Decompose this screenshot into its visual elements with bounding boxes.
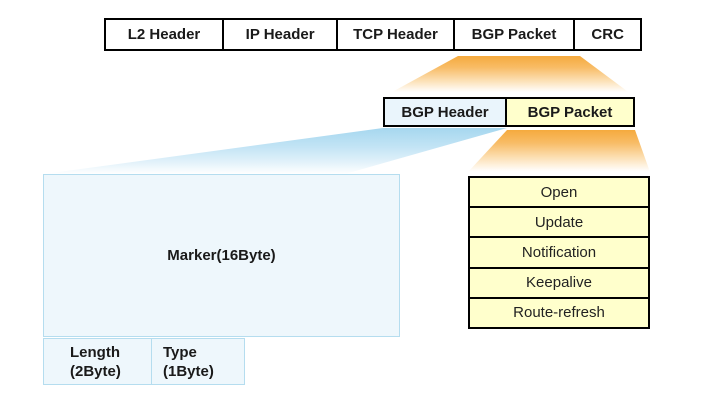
message-type-open: Open (470, 178, 648, 207)
length-field-label: Length (70, 344, 120, 361)
bgp-message-row: BGP Header BGP Packet (383, 97, 635, 127)
orange-funnel-frame-to-message (383, 56, 635, 97)
message-cell-bgp-packet: BGP Packet (507, 99, 633, 125)
frame-cell-ip-header: IP Header (224, 20, 339, 49)
message-type-route-refresh: Route-refresh (470, 296, 648, 328)
frame-cell-l2-header: L2 Header (106, 20, 224, 49)
frame-cell-crc: CRC (591, 26, 624, 43)
type-field-label: Type (163, 344, 197, 361)
marker-field-box: Marker(16Byte) (43, 174, 400, 337)
type-field-size: (1Byte) (163, 363, 214, 380)
orange-funnel-packet-to-types (468, 130, 650, 172)
message-type-keepalive: Keepalive (470, 266, 648, 297)
length-field-size: (2Byte) (70, 363, 121, 380)
type-field-box: Type (1Byte) (151, 338, 245, 385)
frame-cell-bgp-packet: BGP Packet (455, 20, 576, 49)
blue-funnel-header-to-fields (44, 128, 507, 174)
message-cell-bgp-header: BGP Header (385, 99, 507, 125)
frame-layout-row: L2 Header IP Header TCP Header BGP Packe… (104, 18, 642, 51)
length-field-box: Length (2Byte) (43, 338, 152, 385)
message-type-update: Update (470, 206, 648, 237)
bgp-message-type-stack: Open Update Notification Keepalive Route… (468, 176, 650, 329)
frame-cell-tcp-header: TCP Header (338, 20, 455, 49)
message-type-notification: Notification (470, 236, 648, 267)
